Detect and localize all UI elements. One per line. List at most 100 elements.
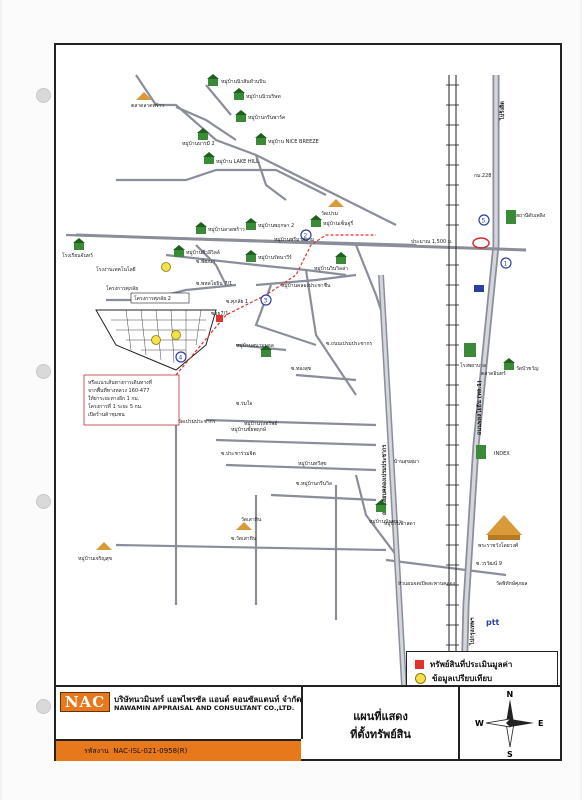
soi-label: ซ.วรวัฒน์ 9 <box>476 560 502 567</box>
building-icon <box>476 445 486 459</box>
punch-hole <box>36 699 51 714</box>
house-icon <box>203 152 215 164</box>
svg-text:หมู่บ้านทวีสุข: หมู่บ้านทวีสุข <box>298 460 327 467</box>
legend-compare: ข้อมูลเปรียบเทียบ <box>415 672 492 685</box>
svg-text:วัดเสาหิน: วัดเสาหิน <box>241 516 262 523</box>
route-path <box>175 234 376 376</box>
landmarks: หมู่บ้านนิวสันหัวนบิน ตลาดลาดพร้าว หมู่บ… <box>62 74 546 627</box>
legend-subject: ทรัพย์สินที่ประเมินมูลค่า <box>415 658 512 671</box>
svg-text:หมู่บ้านนิวสันหัวนบิน: หมู่บ้านนิวสันหัวนบิน <box>221 78 266 85</box>
job-label: รหัสงาน <box>84 747 109 755</box>
svg-text:พระราชวังโดยวงศ์: พระราชวังโดยวงศ์ <box>478 542 519 549</box>
svg-text:หมู่บ้านรุ่งทรัพย์: หมู่บ้านรุ่งทรัพย์ <box>244 420 277 427</box>
svg-text:หมู่บ้านบารมี 2: หมู่บ้านบารมี 2 <box>182 140 215 147</box>
svg-text:บ้านสุขสุมา: บ้านสุขสุมา <box>394 458 419 465</box>
soi-label: ซ.ร่มใจ <box>236 400 252 407</box>
company-cell: NAC บริษัทนวมินทร์ แอพไพรซัล แอนด์ คอนซั… <box>56 687 303 739</box>
svg-text:หมู่บ้านพรีมาสยาม: หมู่บ้านพรีมาสยาม <box>274 236 314 243</box>
svg-text:INDEX: INDEX <box>494 451 510 457</box>
svg-text:วัดพิทักษ์ศุภผล: วัดพิทักษ์ศุภผล <box>496 580 527 587</box>
svg-text:โรงพยาบาล: โรงพยาบาล <box>460 362 486 369</box>
house-icon <box>255 133 267 145</box>
svg-text:โรงงานเทคโนโลยี: โรงงานเทคโนโลยี <box>96 266 136 273</box>
numbered-markers: 1 2 3 4 5 <box>175 214 512 363</box>
svg-text:หมู่บ้านเซ็นจูรี่: หมู่บ้านเซ็นจูรี่ <box>323 219 353 227</box>
svg-text:หมู่บ้านวินวิลล่า: หมู่บ้านวินวิลล่า <box>314 265 348 272</box>
svg-text:สถานีดับเพลิง: สถานีดับเพลิง <box>516 212 546 219</box>
road-label-east: ถนนเลียบคลองเปรมประชากร <box>380 445 388 515</box>
map-legend: ทรัพย์สินที่ประเมินมูลค่า ข้อมูลเปรียบเท… <box>406 651 558 686</box>
house-icon <box>245 218 257 230</box>
svg-text:หมู่บ้านรัตนาวีร์: หมู่บ้านรัตนาวีร์ <box>258 254 292 261</box>
house-icon <box>173 245 185 257</box>
main-soi <box>75 233 527 252</box>
house-icon <box>233 88 245 100</box>
project-label: โครงการศุภลัย 2 <box>134 295 171 302</box>
svg-text:หมู่บ้านสนามบอล: หมู่บ้านสนามบอล <box>236 342 274 349</box>
building-icon <box>464 343 476 357</box>
house-icon <box>245 250 257 262</box>
compass-cell: N S E W <box>460 687 560 759</box>
svg-text:หมู่บ้านฟ้าลดา: หมู่บ้านฟ้าลดา <box>384 520 416 527</box>
house-icon <box>335 252 347 264</box>
building-icon <box>506 210 516 224</box>
house-icon <box>73 238 85 250</box>
svg-text:1: 1 <box>504 261 508 268</box>
company-name-english: NAWAMIN APPRAISAL AND CONSULTANT CO.,LTD… <box>114 704 295 712</box>
svg-text:ตลาดลาดพร้าว: ตลาดลาดพร้าว <box>131 102 164 109</box>
svg-text:4: 4 <box>179 355 183 362</box>
svg-text:ตลาดอินทร์: ตลาดอินทร์ <box>481 370 506 377</box>
compass-rose-icon: N S E W <box>475 690 543 759</box>
svg-text:หมู่บ้านเจริญสุข: หมู่บ้านเจริญสุข <box>78 555 112 562</box>
toyota-icon <box>472 237 490 249</box>
svg-text:โครงการที่ 1 ระยะ 5 กม.: โครงการที่ 1 ระยะ 5 กม. <box>88 403 143 410</box>
company-name-thai: บริษัทนวมินทร์ แอพไพรซัล แอนด์ คอนซัลแตน… <box>114 695 302 704</box>
svg-text:3: 3 <box>264 298 268 305</box>
title-block: NAC บริษัทนวมินทร์ แอพไพรซัล แอนด์ คอนซั… <box>56 685 560 761</box>
svg-text:โรงเรียนจันทร์: โรงเรียนจันทร์ <box>62 252 93 259</box>
svg-text:เปิดร้านค้าชุมชน: เปิดร้านค้าชุมชน <box>88 411 125 418</box>
soi-label: ซ.พัฒนา <box>196 259 215 265</box>
svg-text:หมู่บ้านนิวบริษท: หมู่บ้านนิวบริษท <box>246 93 281 100</box>
svg-text:กม.228: กม.228 <box>474 173 491 179</box>
svg-text:หมู่บ้านลาดพร้าว: หมู่บ้านลาดพร้าว <box>208 226 245 233</box>
punch-hole <box>36 494 51 509</box>
palace-icon <box>486 515 522 540</box>
soi-label: ซ.ทองสุข <box>291 366 311 372</box>
house-icon <box>235 110 247 122</box>
svg-text:หัวแผนจดเปิดสะพานคลอง: หัวแผนจดเปิดสะพานคลอง <box>398 580 456 587</box>
svg-text:จากพื้นที่ทางหลวง 160-477: จากพื้นที่ทางหลวง 160-477 <box>88 385 149 394</box>
road-label-north: ไปรังสิต <box>498 101 506 121</box>
svg-text:หมู่บ้านพฤกษา 2: หมู่บ้านพฤกษา 2 <box>258 222 294 229</box>
subject-marker <box>216 315 223 322</box>
compass-n: N <box>507 690 514 699</box>
temple-icon <box>328 199 344 207</box>
soi-label: ซ.หมู่บ้านกรีนวิล <box>296 480 332 487</box>
job-number-bar: รหัสงาน NAC-ISL-021-0958(R) <box>56 739 301 761</box>
location-map: โครงการศุภลัย 2 1 2 3 4 5 หรือแนวเส้นทาง… <box>62 74 546 685</box>
svg-text:หมู่บ้านชัยพฤกษ์: หมู่บ้านชัยพฤกษ์ <box>231 426 267 433</box>
svg-text:หมู่บ้านกรีนพาร์ค: หมู่บ้านกรีนพาร์ค <box>248 114 285 121</box>
distance-label: ประมาณ 1,500 ม. <box>411 239 453 245</box>
soi-label: ซ.ถนนเปรมประชากร <box>326 341 372 347</box>
svg-text:หมู่บ้านนันทนา: หมู่บ้านนันทนา <box>369 518 402 525</box>
nac-logo: NAC <box>60 692 110 712</box>
svg-text:2: 2 <box>304 233 308 240</box>
subject-plot-area: โครงการศุภลัย 2 <box>95 292 217 371</box>
svg-text:หมู่บ้าน LAKE HILL: หมู่บ้าน LAKE HILL <box>216 158 259 165</box>
local-roads <box>65 74 507 620</box>
job-number: NAC-ISL-021-0958(R) <box>113 747 188 755</box>
map-title-line2: ที่ตั้งทรัพย์สิน <box>350 728 411 741</box>
temple-icon <box>96 542 112 550</box>
punch-hole <box>36 88 51 103</box>
temple-icon <box>236 522 252 530</box>
svg-text:หมู่บ้าน NICE BREEZE: หมู่บ้าน NICE BREEZE <box>268 138 319 145</box>
compare-marker <box>171 330 181 340</box>
compass-s: S <box>507 750 513 759</box>
compare-marker <box>151 335 161 345</box>
red-square-icon <box>415 660 424 669</box>
compare-marker <box>161 262 171 272</box>
soi-label: ซ.วัดเสาหิน <box>231 535 257 542</box>
soi-label: ซ.พหลโยธิน 7/1 <box>196 280 232 287</box>
soi-label: ซ.ศุภลัย 1 <box>226 299 248 305</box>
